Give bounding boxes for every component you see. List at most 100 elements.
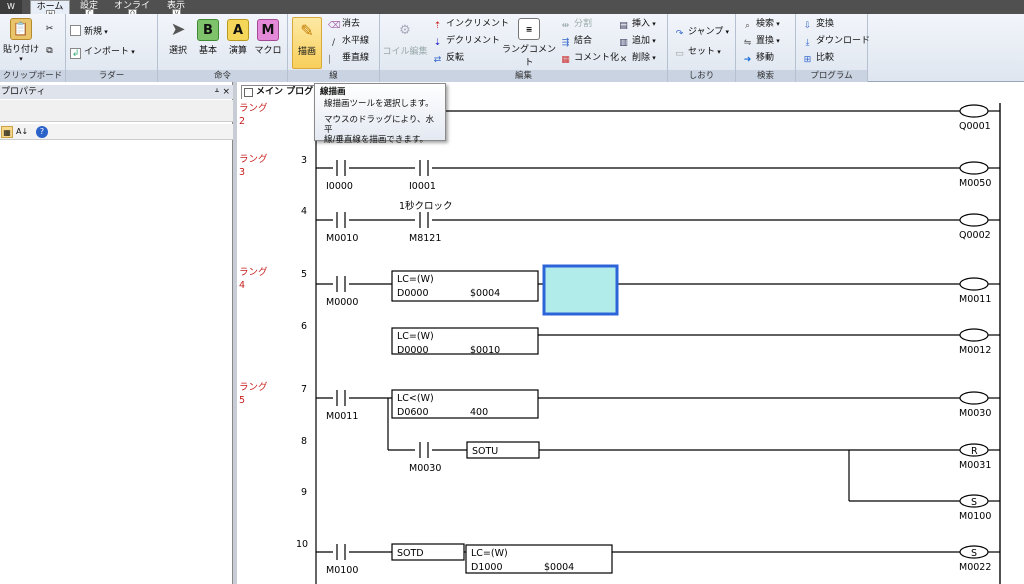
download-button[interactable]: ⤓ダウンロード (802, 34, 871, 48)
contact-comment: 1秒クロック (399, 200, 453, 212)
pencil-icon: ✎ (300, 21, 314, 40)
draw-line-button[interactable]: ✎ 描画 (292, 17, 322, 69)
group-label-line: 線 (288, 70, 379, 82)
normally-open-contact[interactable] (414, 441, 434, 459)
function-block[interactable] (465, 544, 613, 574)
coil-edit-button[interactable]: ⚙ コイル編集 (382, 20, 428, 57)
properties-object-selector[interactable] (0, 100, 233, 122)
categorized-icon[interactable]: ▦ (1, 126, 13, 138)
download-label: ダウンロード (816, 36, 871, 46)
application-menu-button[interactable]: W (0, 0, 22, 14)
normally-open-contact[interactable] (414, 211, 434, 229)
normally-open-contact[interactable] (331, 543, 351, 561)
line-number: 5 (301, 269, 307, 280)
cut-button[interactable]: ✂ (44, 20, 58, 34)
tab-settings[interactable]: 設定 C (74, 0, 104, 17)
compare-button[interactable]: ⊞比較 (802, 51, 834, 65)
new-file-icon (70, 25, 81, 36)
copy-button[interactable]: ⧉ (44, 42, 58, 56)
replace-button[interactable]: ⇋置換 (742, 34, 780, 48)
invert-label: 反転 (446, 53, 465, 63)
close-icon[interactable]: × (222, 87, 230, 97)
rung-comment-button[interactable]: ≡ ラングコメント (502, 18, 556, 68)
insert-button[interactable]: ▤挿入 (618, 17, 656, 31)
function-block[interactable] (391, 270, 539, 302)
ribbon-tab-strip: W ホーム H 設定 C オンライン O 表示 V (0, 0, 1024, 23)
contact-address: M0100 (326, 565, 358, 576)
arithmetic-button[interactable]: A 演算 (224, 19, 252, 56)
tab-home[interactable]: ホーム H (30, 0, 70, 18)
bookmark-icon: ▭ (675, 49, 684, 59)
jump-button[interactable]: ↷ジャンプ (674, 25, 729, 39)
contact-address: M0000 (326, 297, 358, 308)
arrow-right-icon: ➜ (743, 55, 752, 65)
convert-button[interactable]: ⇩変換 (802, 17, 834, 31)
add-label: 追加 (632, 36, 651, 46)
draw-line-tooltip: 線描画 線描画ツールを選択します。 マウスのドラッグにより、水平 線/垂直線を描… (314, 83, 446, 145)
function-block-operand2: $0010 (470, 345, 500, 356)
split-button[interactable]: ⇹分割 (560, 17, 592, 31)
instruction-box-label: SOTU (472, 446, 498, 457)
selected-cell-cursor[interactable] (542, 264, 619, 316)
sort-alpha-icon[interactable]: A↓ (16, 127, 29, 136)
pane-splitter[interactable] (233, 82, 237, 584)
line-number: 4 (301, 206, 307, 217)
arith-a-icon: A (227, 19, 249, 41)
set-bookmark-button[interactable]: ▭セット (674, 45, 721, 59)
tooltip-line2: マウスのドラッグにより、水平 (324, 115, 434, 135)
output-coil[interactable] (959, 328, 989, 342)
function-block-name: LC=(W) (471, 548, 508, 559)
draw-label: 描画 (297, 47, 316, 57)
erase-line-button[interactable]: ⌫消去 (328, 17, 360, 31)
tab-main-program[interactable]: メイン プログラム (241, 85, 336, 99)
paste-dropdown-arrow: ▾ (19, 55, 23, 63)
move-button[interactable]: ➜移動 (742, 51, 774, 65)
output-coil[interactable] (959, 213, 989, 227)
normally-open-contact[interactable] (331, 275, 351, 293)
new-button[interactable]: 新規 (70, 25, 108, 39)
function-block[interactable] (391, 389, 539, 419)
add-button[interactable]: ▥追加 (618, 34, 656, 48)
macro-button[interactable]: M マクロ (254, 19, 282, 56)
basic-button[interactable]: B 基本 (194, 19, 222, 56)
commentize-button[interactable]: ▦コメント化 (560, 51, 619, 65)
normally-open-contact[interactable] (414, 159, 434, 177)
arithmetic-label: 演算 (228, 46, 247, 56)
normally-open-contact[interactable] (331, 211, 351, 229)
paste-button[interactable]: 📋 貼り付け ▾ (2, 18, 40, 63)
output-coil[interactable] (959, 391, 989, 405)
select-button[interactable]: ➤ 選択 (164, 19, 192, 56)
tooltip-title: 線描画 (320, 87, 346, 97)
horizontal-line-button[interactable]: ∕水平線 (328, 34, 369, 48)
tab-home-label: ホーム (36, 2, 64, 12)
increment-icon: ⇡ (433, 21, 442, 31)
increment-button[interactable]: ⇡インクリメント (432, 17, 509, 31)
join-button[interactable]: ⇶結合 (560, 34, 592, 48)
normally-open-contact[interactable] (331, 159, 351, 177)
output-coil[interactable] (959, 161, 989, 175)
horizontal-line-icon: ∕ (331, 38, 336, 48)
contact-address: M0010 (326, 233, 358, 244)
group-edit: ⚙ コイル編集 ⇡インクリメント ⇣デクリメント ⇄反転 ≡ ラングコメント ⇹… (380, 14, 668, 82)
tab-view[interactable]: 表示 V (160, 0, 192, 17)
pin-icon[interactable]: ᚆ (215, 87, 219, 96)
normally-open-contact[interactable] (331, 389, 351, 407)
vertical-line-button[interactable]: ⎸垂直線 (328, 51, 369, 65)
function-block[interactable] (391, 327, 539, 355)
binoculars-icon: ⌕ (744, 21, 751, 31)
join-label: 結合 (574, 36, 593, 46)
decrement-button[interactable]: ⇣デクリメント (432, 34, 500, 48)
group-instruction: ➤ 選択 B 基本 A 演算 M マクロ ⇲ 命令 (158, 14, 288, 82)
find-button[interactable]: ⌕検索 (742, 17, 780, 31)
function-block-operand2: $0004 (470, 288, 500, 299)
import-button[interactable]: ↲インポート (70, 45, 135, 59)
delete-button[interactable]: ✕削除 (618, 51, 656, 65)
tab-online[interactable]: オンライン O (110, 0, 154, 23)
help-icon[interactable]: ? (36, 126, 48, 138)
contact-address: M0030 (409, 463, 441, 474)
jump-icon: ↷ (675, 29, 684, 39)
output-coil[interactable] (959, 277, 989, 291)
invert-button[interactable]: ⇄反転 (432, 51, 464, 65)
output-coil[interactable] (959, 104, 989, 118)
